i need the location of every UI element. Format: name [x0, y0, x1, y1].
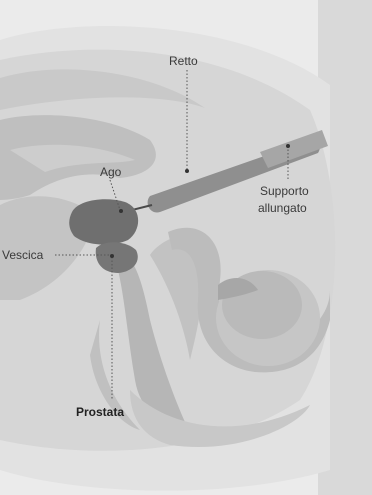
label-retto: Retto [169, 54, 198, 69]
label-supporto-line1: Supporto [260, 184, 309, 199]
label-ago: Ago [100, 165, 121, 180]
label-vescica: Vescica [2, 248, 43, 263]
dot-supporto [286, 144, 290, 148]
label-supporto-line2: allungato [258, 201, 307, 216]
dot-retto [185, 169, 189, 173]
dot-ago [119, 209, 123, 213]
label-prostata: Prostata [76, 405, 124, 420]
dot-prostata [110, 254, 114, 258]
